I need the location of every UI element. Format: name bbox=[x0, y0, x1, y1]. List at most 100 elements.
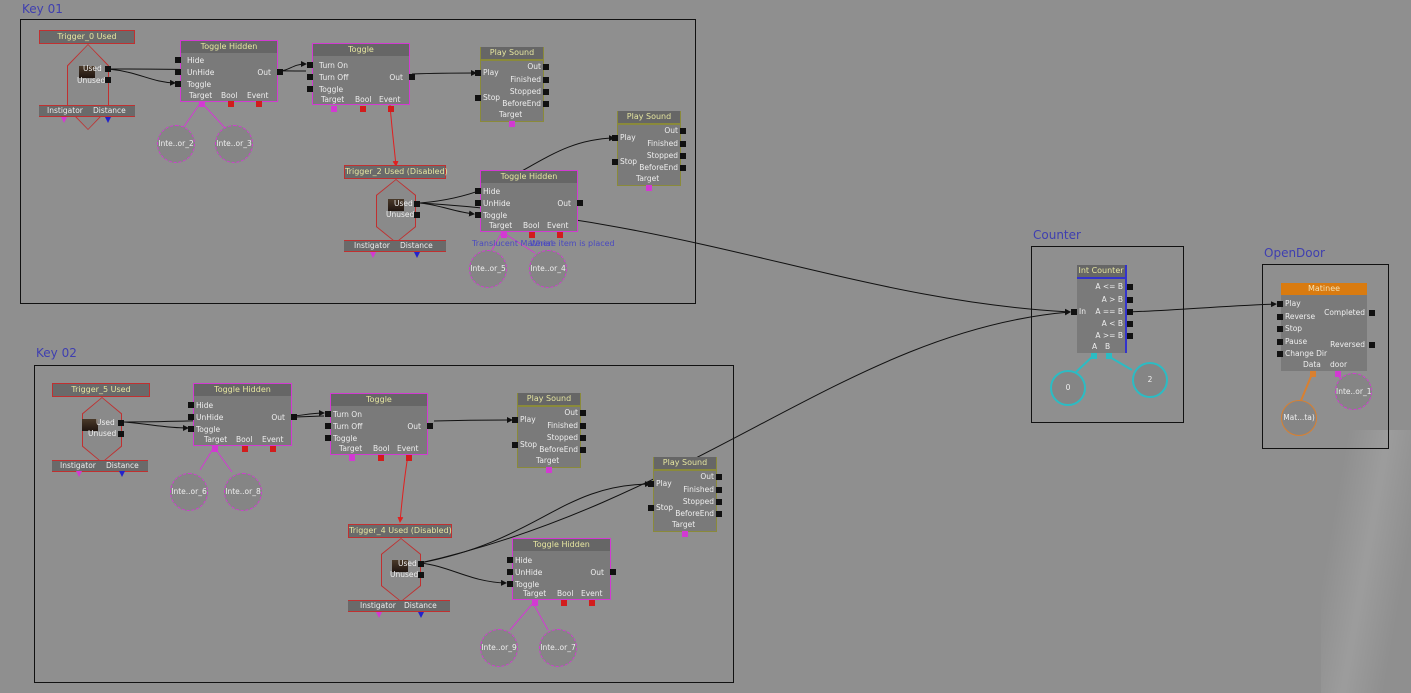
output-finished-pin[interactable] bbox=[716, 487, 722, 493]
action-toggle[interactable]: Toggle Turn On Turn Off Toggle Out Targe… bbox=[325, 393, 433, 461]
var-a-pin[interactable] bbox=[1091, 353, 1097, 359]
output-used-pin[interactable] bbox=[118, 420, 124, 426]
var-event-pin[interactable] bbox=[589, 600, 595, 606]
var-target-pin[interactable] bbox=[199, 101, 205, 107]
input-toggle-pin[interactable] bbox=[507, 581, 513, 587]
output-beforeend-pin[interactable] bbox=[716, 511, 722, 517]
object-variable[interactable]: Inte..or_2 bbox=[157, 125, 195, 163]
input-unhide-pin[interactable] bbox=[475, 200, 481, 206]
var-target-pin[interactable] bbox=[546, 467, 552, 473]
output-a-le-b-pin[interactable] bbox=[1127, 284, 1133, 290]
input-toggle-pin[interactable] bbox=[188, 426, 194, 432]
output-finished-pin[interactable] bbox=[543, 77, 549, 83]
action-toggle-hidden[interactable]: Toggle Hidden Hide UnHide Toggle Out Tar… bbox=[475, 170, 583, 238]
input-turn-off-pin[interactable] bbox=[307, 74, 313, 80]
door-object-variable[interactable]: Inte..or_1 bbox=[1335, 373, 1372, 410]
instigator-pin[interactable] bbox=[376, 612, 382, 618]
input-hide-pin[interactable] bbox=[475, 188, 481, 194]
input-stop-pin[interactable] bbox=[648, 505, 654, 511]
input-in-pin[interactable] bbox=[1071, 309, 1077, 315]
output-a-lt-b-pin[interactable] bbox=[1127, 321, 1133, 327]
var-bool-pin[interactable] bbox=[360, 106, 366, 112]
action-toggle-hidden[interactable]: Toggle Hidden Hide UnHide Toggle Out Tar… bbox=[188, 383, 297, 452]
output-unused-pin[interactable] bbox=[105, 77, 111, 83]
group-key02[interactable] bbox=[34, 365, 734, 683]
output-unused-pin[interactable] bbox=[418, 572, 424, 578]
input-unhide-pin[interactable] bbox=[175, 69, 181, 75]
action-toggle-hidden[interactable]: Toggle Hidden Hide UnHide Toggle Out Tar… bbox=[175, 40, 283, 107]
var-data-pin[interactable] bbox=[1310, 371, 1316, 377]
output-out-pin[interactable] bbox=[680, 128, 686, 134]
output-completed-pin[interactable] bbox=[1369, 310, 1375, 316]
var-bool-pin[interactable] bbox=[242, 446, 248, 452]
int-variable-a[interactable]: 0 bbox=[1050, 370, 1086, 406]
output-unused-pin[interactable] bbox=[414, 212, 420, 218]
input-play-pin[interactable] bbox=[512, 417, 518, 423]
output-used-pin[interactable] bbox=[418, 561, 424, 567]
var-target-pin[interactable] bbox=[509, 121, 515, 127]
var-event-pin[interactable] bbox=[388, 106, 394, 112]
distance-pin[interactable] bbox=[418, 612, 424, 618]
output-out-pin[interactable] bbox=[409, 74, 415, 80]
output-used-pin[interactable] bbox=[105, 66, 111, 72]
action-toggle[interactable]: Toggle Turn On Turn Off Toggle Out Targe… bbox=[307, 43, 415, 112]
event-trigger2-used-disabled[interactable]: Trigger_2 Used (Disabled) Used Unused In… bbox=[344, 165, 448, 258]
input-hide-pin[interactable] bbox=[175, 57, 181, 63]
event-trigger0-used[interactable]: Trigger_0 Used Used Unused Instigator Di… bbox=[39, 30, 135, 130]
var-bool-pin[interactable] bbox=[228, 101, 234, 107]
matinee-data-variable[interactable]: Mat...ta) bbox=[1281, 400, 1317, 436]
var-target-pin[interactable] bbox=[532, 600, 538, 606]
input-stop-pin[interactable] bbox=[475, 95, 481, 101]
var-target-pin[interactable] bbox=[349, 455, 355, 461]
output-out-pin[interactable] bbox=[427, 423, 433, 429]
output-beforeend-pin[interactable] bbox=[543, 101, 549, 107]
output-reversed-pin[interactable] bbox=[1369, 342, 1375, 348]
output-out-pin[interactable] bbox=[277, 69, 283, 75]
var-event-pin[interactable] bbox=[256, 101, 262, 107]
action-play-sound[interactable]: Play Sound Play Stop Out Finished Stoppe… bbox=[475, 47, 549, 127]
group-opendoor[interactable] bbox=[1262, 264, 1389, 449]
action-play-sound[interactable]: Play Sound Play Stop Out Finished Stoppe… bbox=[648, 457, 722, 537]
var-event-pin[interactable] bbox=[406, 455, 412, 461]
var-b-pin[interactable] bbox=[1106, 353, 1112, 359]
group-counter[interactable] bbox=[1031, 246, 1184, 423]
output-beforeend-pin[interactable] bbox=[680, 165, 686, 171]
event-trigger5-used[interactable]: Trigger_5 Used Used Unused Instigator Di… bbox=[52, 383, 150, 477]
output-unused-pin[interactable] bbox=[118, 431, 124, 437]
output-out-pin[interactable] bbox=[716, 474, 722, 480]
object-variable[interactable]: Inte..or_5 bbox=[469, 250, 507, 288]
int-variable-b[interactable]: 2 bbox=[1132, 362, 1168, 398]
output-out-pin[interactable] bbox=[543, 64, 549, 70]
input-hide-pin[interactable] bbox=[507, 557, 513, 563]
output-stopped-pin[interactable] bbox=[716, 499, 722, 505]
output-beforeend-pin[interactable] bbox=[580, 447, 586, 453]
input-play-pin[interactable] bbox=[648, 481, 654, 487]
input-unhide-pin[interactable] bbox=[188, 414, 194, 420]
condition-int-counter[interactable]: Int Counter In A <= B A > B A == B A < B… bbox=[1071, 265, 1133, 359]
instigator-pin[interactable] bbox=[61, 117, 67, 123]
input-turn-off-pin[interactable] bbox=[325, 423, 331, 429]
input-stop-pin[interactable] bbox=[512, 442, 518, 448]
distance-pin[interactable] bbox=[414, 252, 420, 258]
action-play-sound[interactable]: Play Sound Play Stop Out Finished Stoppe… bbox=[612, 111, 686, 191]
event-trigger4-used-disabled[interactable]: Trigger_4 Used (Disabled) Used Unused In… bbox=[348, 524, 452, 618]
input-play-pin[interactable] bbox=[612, 135, 618, 141]
output-finished-pin[interactable] bbox=[680, 141, 686, 147]
output-out-pin[interactable] bbox=[577, 200, 583, 206]
var-target-pin[interactable] bbox=[501, 232, 507, 238]
output-out-pin[interactable] bbox=[291, 414, 297, 420]
input-toggle-pin[interactable] bbox=[475, 212, 481, 218]
output-a-eq-b-pin[interactable] bbox=[1127, 309, 1133, 315]
input-stop-pin[interactable] bbox=[612, 159, 618, 165]
object-variable[interactable]: Inte..or_8 bbox=[224, 473, 262, 511]
var-door-pin[interactable] bbox=[1335, 371, 1341, 377]
input-turn-on-pin[interactable] bbox=[325, 411, 331, 417]
var-event-pin[interactable] bbox=[270, 446, 276, 452]
instigator-pin[interactable] bbox=[370, 252, 376, 258]
distance-pin[interactable] bbox=[119, 471, 125, 477]
object-variable[interactable]: Inte..or_9 bbox=[480, 629, 518, 667]
input-play-pin[interactable] bbox=[1277, 301, 1283, 307]
output-finished-pin[interactable] bbox=[580, 423, 586, 429]
object-variable[interactable]: Inte..or_3 bbox=[215, 125, 253, 163]
object-variable[interactable]: Inte..or_4 bbox=[529, 250, 567, 288]
